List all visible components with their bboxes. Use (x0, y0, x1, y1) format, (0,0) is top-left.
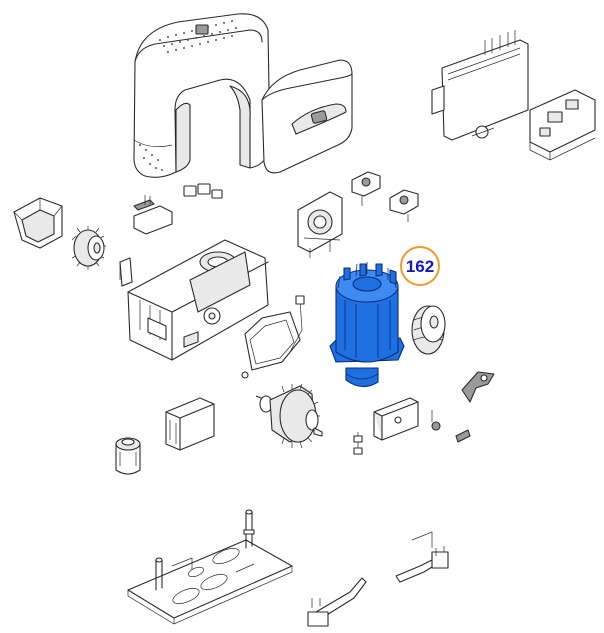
bracket-small-part[interactable] (119, 257, 133, 287)
foundation-plate-part[interactable] (127, 509, 293, 625)
drive-gear-part[interactable] (71, 226, 106, 270)
capacitor-part[interactable] (115, 437, 141, 475)
control-board-part[interactable] (431, 0, 529, 141)
gasket-wire-part[interactable] (241, 295, 305, 379)
cover-bracket-part[interactable] (373, 397, 419, 441)
fan-housing-part[interactable] (297, 191, 343, 258)
gearbox-cover-part[interactable] (133, 13, 271, 178)
limit-bracket-left-part[interactable] (307, 577, 367, 627)
limit-bracket-right-part[interactable] (395, 531, 449, 583)
brush-holder-left-part[interactable] (351, 171, 381, 206)
pin-part[interactable] (455, 429, 471, 443)
spacer-pieces-part[interactable] (183, 183, 223, 199)
brush-holder-right-part[interactable] (389, 189, 419, 222)
rotor-shaft-part[interactable] (255, 383, 323, 449)
gearbox-housing-part[interactable] (127, 239, 269, 361)
transformer-part[interactable] (165, 331, 215, 451)
side-cap-part[interactable] (13, 197, 63, 249)
pulley-part[interactable] (411, 305, 446, 355)
release-lever-part[interactable] (461, 371, 495, 403)
screw-small-part[interactable] (431, 410, 441, 431)
part-number-label: 162 (406, 257, 434, 276)
front-cover-part[interactable] (261, 59, 353, 174)
part-callout-162[interactable]: 162 (400, 246, 440, 286)
radio-module-part[interactable] (529, 89, 596, 161)
pin-vertical-part[interactable] (353, 432, 363, 455)
switch-assembly-part[interactable] (133, 195, 173, 235)
motor-stator-icon[interactable] (329, 262, 405, 388)
